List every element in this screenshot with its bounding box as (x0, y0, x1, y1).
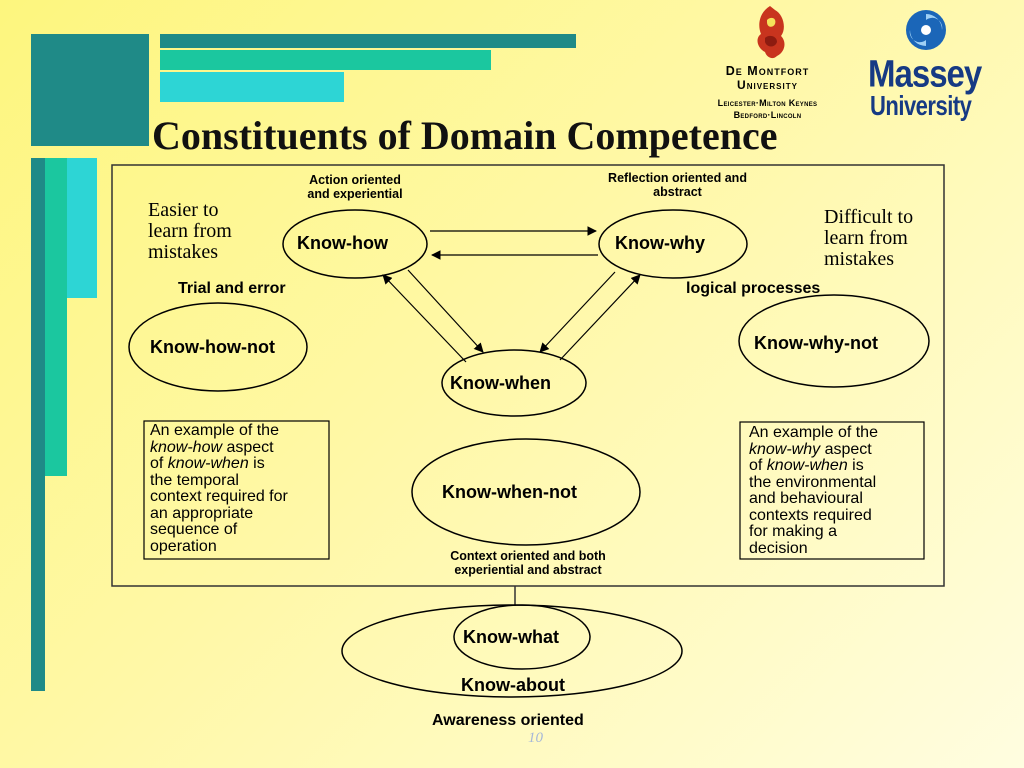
ellipse-know-what (453, 604, 591, 670)
left-example-line: An example of the (150, 422, 279, 439)
right-example-line: decision (749, 539, 808, 557)
trial-error-label: Trial and error (178, 280, 286, 297)
ellipse-know-why (598, 209, 748, 279)
context-oriented-label: Context oriented and both experiential a… (450, 549, 606, 577)
know-what-label: Know-what (463, 627, 559, 647)
dmu-name-line2: University (737, 78, 798, 92)
ellipse-know-how-not (128, 302, 308, 392)
know-why-not-label: Know-why-not (754, 333, 878, 353)
know-how-label: Know-how (297, 233, 388, 253)
ellipse-know-when-not (411, 438, 641, 546)
left-example-line: of know-when is (150, 455, 265, 472)
arrow-when-to-how (382, 274, 467, 363)
right-example-line: An example of the (749, 424, 878, 441)
left-example-line: know-how aspect (150, 438, 274, 456)
easier-text: Easier to learn from mistakes (148, 199, 232, 263)
diagram-frame (111, 164, 945, 587)
right-example-line: and behavioural (749, 490, 863, 507)
ellipse-know-why-not (738, 294, 930, 388)
dmu-crest-icon (757, 6, 785, 59)
right-example-line: contexts required (749, 506, 872, 524)
left-example-line: an appropriate (150, 504, 254, 522)
ellipse-know-when (441, 349, 587, 417)
dmu-campus-line1: Leicester·Milton Keynes (717, 98, 818, 108)
dmu-name-line1: De Montfort (725, 64, 810, 78)
difficult-text: Difficult to learn from mistakes (824, 206, 914, 270)
arrow-when-to-why (559, 274, 641, 361)
arrow-why-to-when (539, 271, 616, 353)
awareness-oriented-label: Awareness oriented (432, 712, 584, 729)
know-when-not-label: Know-when-not (442, 482, 577, 502)
left-example-box (143, 420, 330, 560)
decor-block-dark (31, 34, 149, 146)
know-how-not-label: Know-how-not (150, 337, 275, 357)
right-example-line: for making a (749, 523, 838, 540)
know-about-label: Know-about (461, 675, 565, 695)
know-when-label: Know-when (450, 373, 551, 393)
massey-swirl-icon (906, 10, 946, 50)
left-example-line: sequence of (150, 521, 238, 538)
decor-vbar-mid (45, 158, 67, 476)
decor-bar-mid (160, 50, 491, 70)
right-example-box (739, 421, 925, 560)
massey-line1: Massey (868, 52, 982, 95)
right-example-text: An example of the know-why aspect of kno… (749, 424, 924, 557)
left-example-text: An example of the know-how aspect of kno… (150, 422, 328, 555)
action-oriented-label: Action oriented and experiential (307, 173, 403, 201)
decor-bar-low (160, 72, 344, 102)
decor-vbar-light (67, 158, 97, 298)
left-example-line: operation (150, 537, 217, 555)
page-number: 10 (528, 730, 543, 746)
decor-vbar-dark (31, 158, 45, 691)
arrow-how-to-when (407, 269, 484, 353)
left-example-line: the temporal (150, 471, 239, 489)
massey-logo: Massey University (864, 8, 994, 128)
decor-bar-top (160, 34, 576, 48)
dmu-campus-line2: Bedford·Lincoln (733, 110, 802, 120)
slide-title: Constituents of Domain Competence (152, 113, 778, 158)
right-example-line: know-why aspect (749, 440, 872, 458)
logical-processes-label: logical processes (686, 280, 821, 297)
reflection-oriented-label: Reflection oriented and abstract (608, 171, 747, 199)
dmu-logo: De Montfort University Leicester·Milton … (690, 2, 850, 122)
massey-line2: University (870, 90, 972, 122)
left-example-line: context required for (150, 488, 288, 505)
know-why-label: Know-why (615, 233, 705, 253)
ellipse-know-how (282, 209, 428, 279)
right-example-line: of know-when is (749, 457, 864, 474)
right-example-line: the environmental (749, 473, 877, 491)
